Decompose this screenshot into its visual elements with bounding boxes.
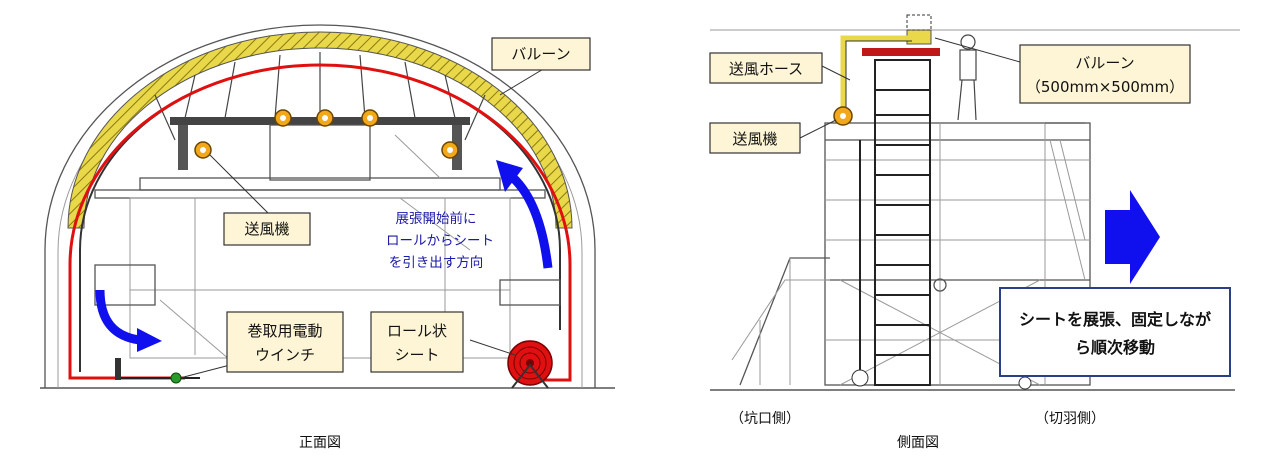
- worker-icon: [957, 34, 977, 121]
- roll-label-line1: ロール状: [387, 322, 447, 340]
- side-balloon: [906, 29, 932, 45]
- arrow-head-up: [496, 160, 523, 192]
- roll-label-line2: シート: [394, 346, 439, 364]
- arrow-head-right: [137, 328, 162, 352]
- left-frame-post: [178, 125, 188, 170]
- front-view-caption: 正面図: [299, 435, 341, 451]
- tunnel-outline-outer: [44, 24, 596, 388]
- wheel-icon: [1018, 376, 1032, 390]
- portal-side-label: （坑口側）: [730, 411, 800, 427]
- direction-note-line3: を引き出す方向: [389, 255, 484, 271]
- direction-note-line1: 展張開始前に: [396, 210, 477, 227]
- hose-label-box: [709, 52, 823, 84]
- air-hose: [840, 35, 909, 112]
- scaffold-frame: [731, 122, 1091, 386]
- side-blower-label: 送風機: [732, 130, 777, 148]
- roll-label-box: [370, 311, 464, 373]
- balloon-label-box: [491, 37, 591, 71]
- ladder: [859, 59, 931, 386]
- wheel-icon: [851, 369, 869, 387]
- move-note-line1: シートを展張、固定しなが: [1019, 310, 1211, 329]
- front-view: バルーン 送風機 展張開始前に ロールからシート を引き出す方向 巻取用電動 ウ…: [40, 24, 615, 451]
- roll-sheet-icon: [507, 340, 553, 389]
- winch-label-box: [226, 311, 344, 373]
- direction-arrow-up: [506, 171, 553, 269]
- balloon-size-label: （500mm×500mm）: [1026, 78, 1184, 96]
- side-sheet-red: [862, 48, 940, 56]
- side-balloon-label-box: [1019, 44, 1191, 104]
- radial-ribs: [154, 52, 486, 141]
- sheet-red-bottom: [68, 265, 185, 380]
- balloon-dashed: [906, 14, 932, 31]
- blower-label-box: [223, 212, 311, 246]
- winch-icon: [170, 372, 182, 384]
- side-balloon-label: バルーン: [1075, 54, 1134, 72]
- side-blower-label-box: [709, 122, 801, 154]
- side-view: 送風ホース 送風機 バルーン （500mm×500mm） シートを展張、固定しな…: [709, 14, 1240, 451]
- face-side-label: （切羽側）: [1035, 411, 1105, 427]
- hose-label: 送風ホース: [729, 60, 803, 78]
- blower-label: 送風機: [244, 220, 289, 238]
- side-view-caption: 側面図: [897, 435, 939, 451]
- move-note-box: [999, 287, 1231, 377]
- sheet-red-line: [68, 63, 572, 382]
- winch-bracket: [115, 358, 121, 380]
- winding-arrow: [95, 289, 141, 345]
- move-note-line2: ら順次移動: [1075, 338, 1155, 357]
- winch-label-line2: ウインチ: [255, 346, 315, 364]
- winch-label-line1: 巻取用電動: [247, 322, 322, 340]
- move-direction-arrow: [1105, 190, 1160, 284]
- balloon-label: バルーン: [511, 45, 570, 63]
- direction-note-line2: ロールからシート: [386, 233, 494, 249]
